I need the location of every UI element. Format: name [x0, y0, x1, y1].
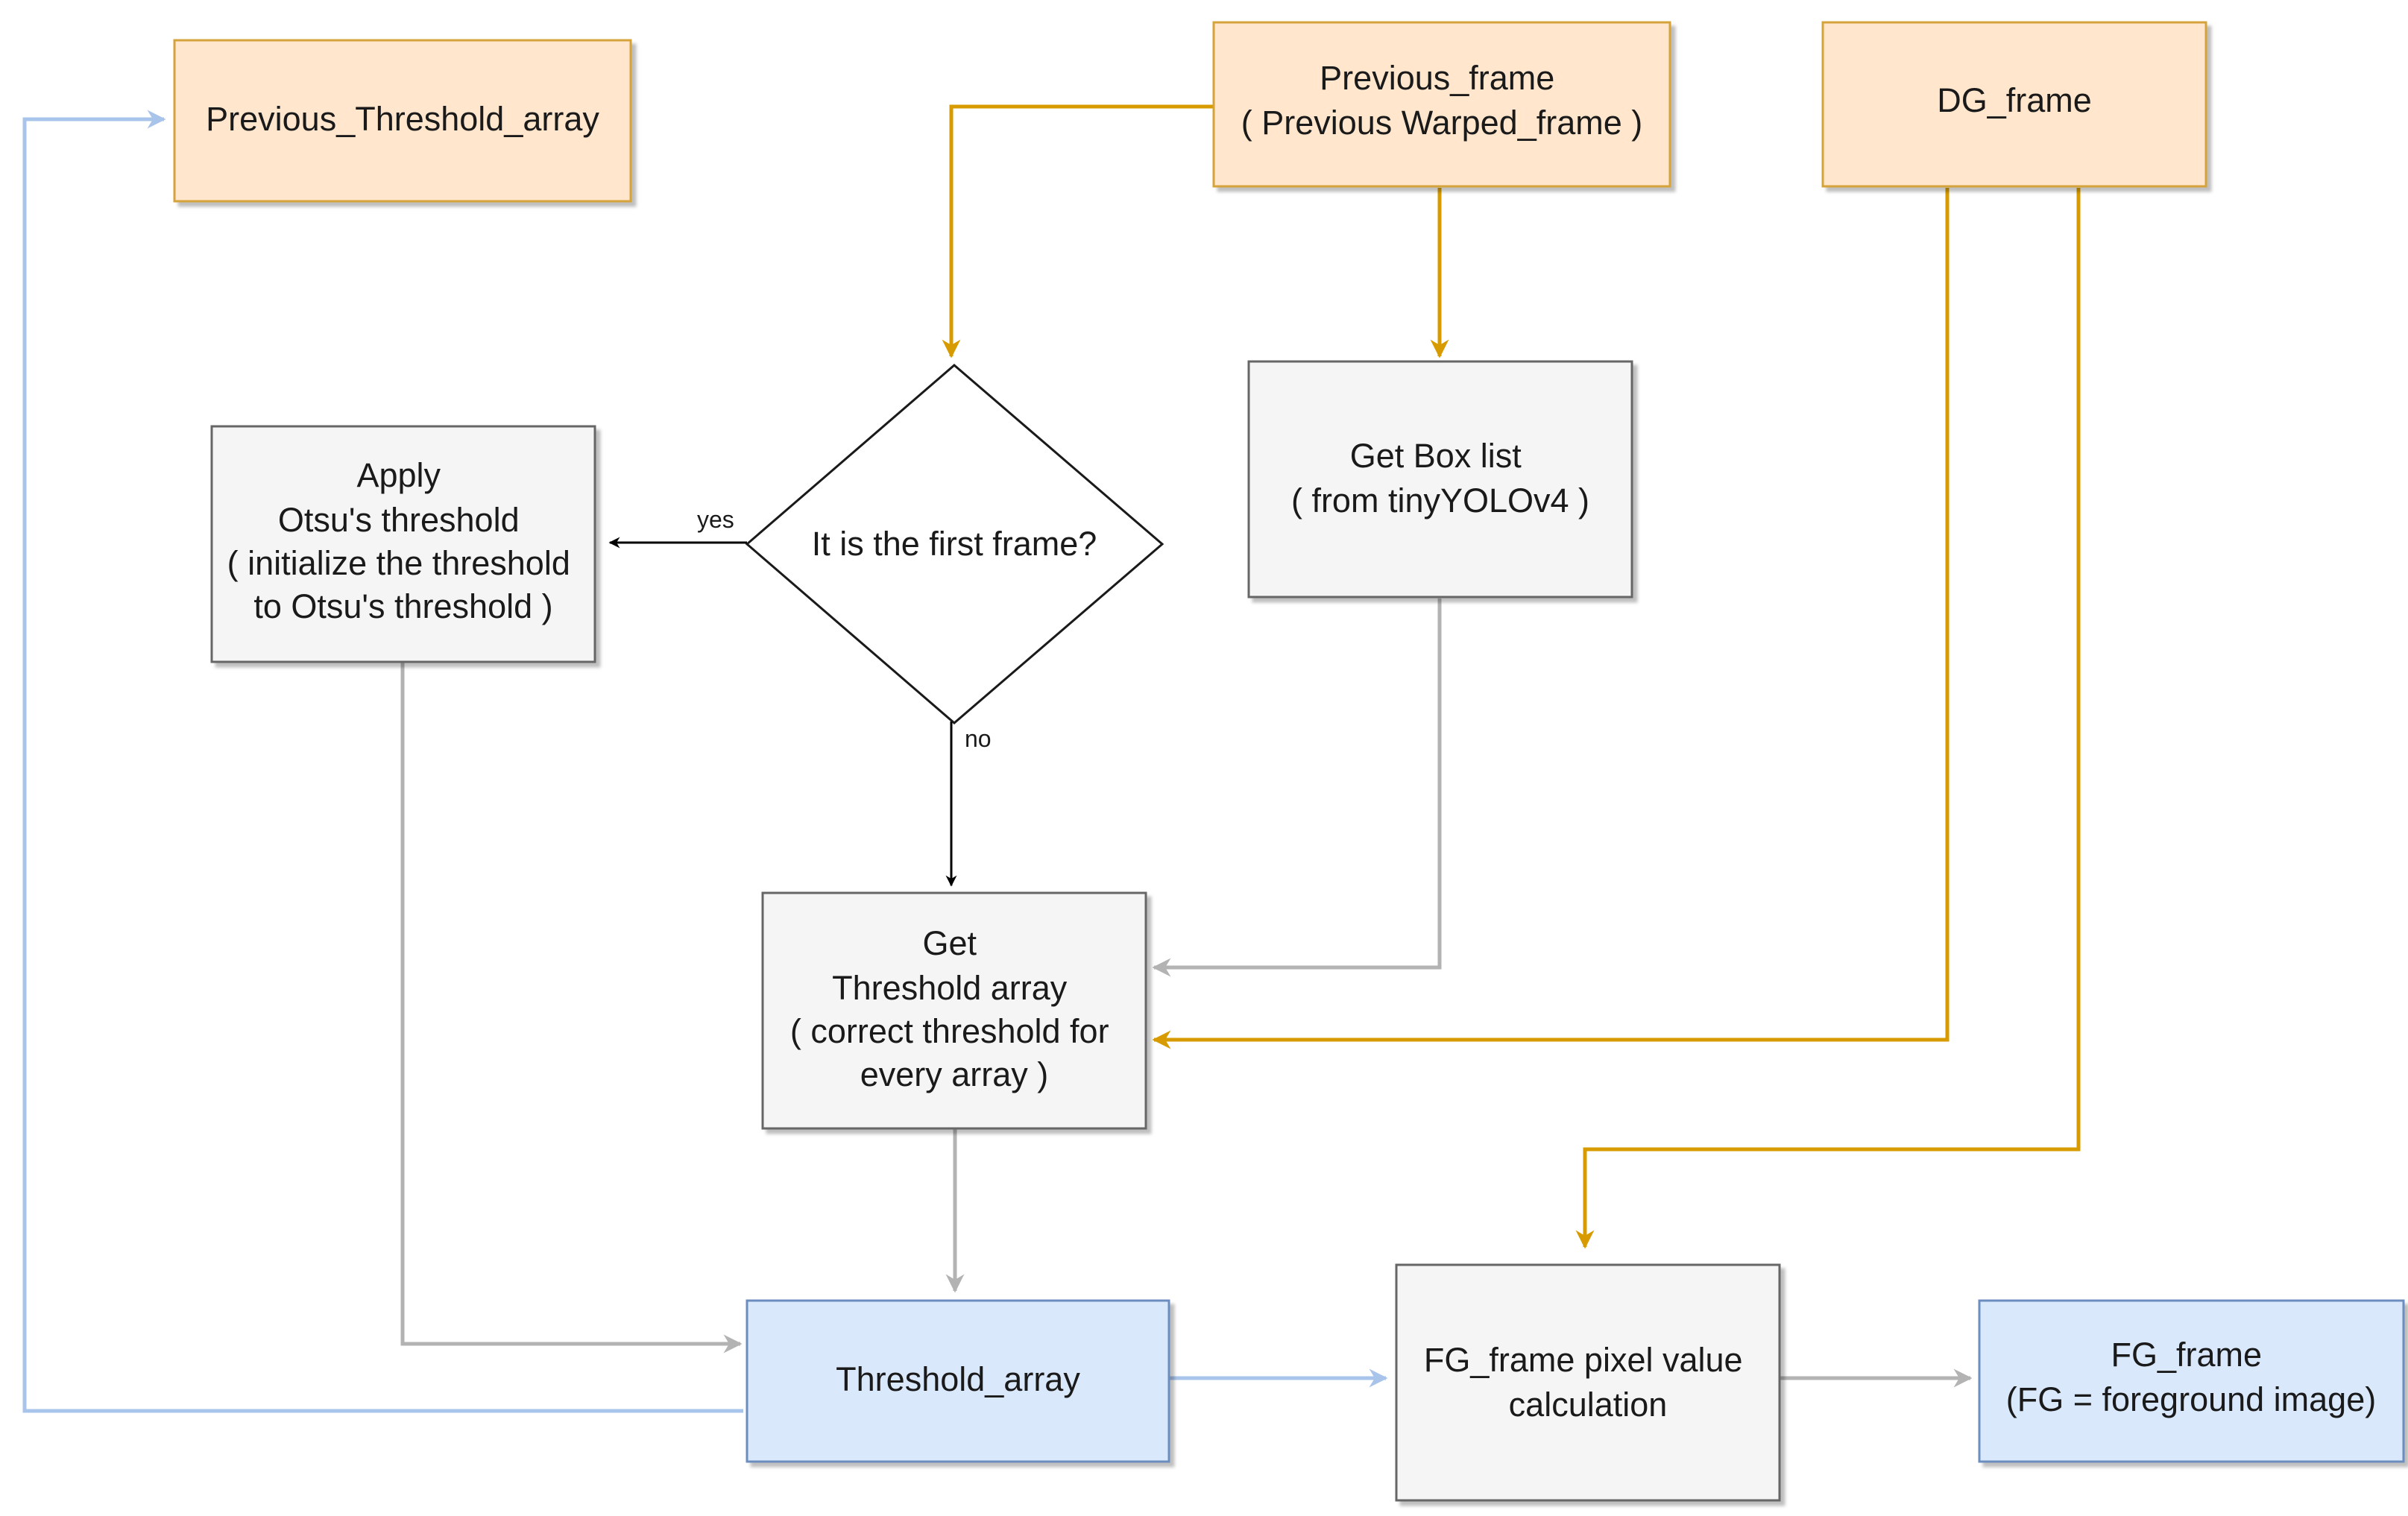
node-apply-otsu: Apply Otsu's threshold ( initialize the …: [210, 425, 596, 663]
node-previous-frame-line: Previous_frame: [1320, 59, 1554, 97]
node-get-threshold-array-line: Get: [922, 924, 977, 962]
node-dg-frame: DG_frame: [1821, 21, 2207, 188]
node-previous-threshold-array: Previous_Threshold_array: [173, 39, 632, 203]
edge-dg-frame-to-get-threshold: [1152, 188, 1950, 1049]
node-get-threshold-array-line: every array ): [860, 1055, 1049, 1093]
node-dg-frame-line: DG_frame: [1937, 81, 2092, 119]
node-previous-frame-line: ( Previous Warped_frame ): [1241, 104, 1643, 142]
edge-label-yes: yes: [697, 506, 734, 533]
svg-text:DG_frame: DG_frame: [1937, 81, 2092, 119]
node-get-threshold-array-line: Threshold array: [832, 969, 1068, 1007]
edge-box-list-to-get-threshold: [1152, 598, 1442, 977]
node-threshold-array: Threshold_array: [746, 1299, 1170, 1463]
node-fg-pixel-calc-line: calculation: [1509, 1386, 1668, 1424]
node-apply-otsu-line: Apply: [356, 456, 441, 494]
edge-previous-frame-to-decision: [942, 104, 1214, 359]
node-previous-threshold-array-line: Previous_Threshold_array: [206, 100, 599, 138]
node-fg-frame-line: FG_frame: [2111, 1336, 2262, 1374]
node-first-frame-decision: It is the first frame?: [745, 364, 1164, 724]
svg-text:FG_frame (FG = foregroun: FG_frame (FG = foreground image): [2006, 1336, 2376, 1418]
node-apply-otsu-line: Otsu's threshold: [278, 501, 520, 539]
svg-text:Get Box list ( from tiny: Get Box list ( from tinyYOLOv4 ): [1291, 437, 1589, 519]
svg-text:Previous_frame ( Previou: Previous_frame ( Previous Warped_frame ): [1241, 59, 1643, 142]
node-get-box-list-line: ( from tinyYOLOv4 ): [1291, 481, 1589, 519]
node-get-threshold-array: Get Threshold array ( correct threshold …: [761, 891, 1147, 1130]
node-fg-pixel-calc-line: FG_frame pixel value: [1424, 1341, 1743, 1379]
node-apply-otsu-line: ( initialize the threshold: [227, 544, 570, 582]
node-first-frame-decision-line: It is the first frame?: [812, 525, 1097, 563]
node-fg-frame: FG_frame (FG = foreground image): [1978, 1299, 2405, 1463]
node-fg-frame-line: (FG = foreground image): [2006, 1380, 2376, 1418]
edge-label-no: no: [965, 725, 992, 752]
node-apply-otsu-line: to Otsu's threshold ): [253, 587, 552, 625]
svg-text:Threshold_array: Threshold_array: [836, 1360, 1080, 1398]
svg-text:It is the first frame?: It is the first frame?: [812, 525, 1097, 563]
edge-dg-frame-to-fg-calc: [1575, 188, 2081, 1249]
node-previous-frame: Previous_frame ( Previous Warped_frame ): [1212, 21, 1671, 188]
node-get-box-list-line: Get Box list: [1350, 437, 1522, 475]
node-get-box-list: Get Box list ( from tinyYOLOv4 ): [1247, 360, 1633, 598]
edge-threshold-array-to-previous-threshold: [22, 110, 743, 1413]
node-get-threshold-array-line: ( correct threshold for: [790, 1012, 1109, 1050]
svg-text:Get Threshold array: Get Threshold array ( correct threshold …: [790, 924, 1118, 1093]
svg-text:Apply Otsu's threshold: Apply Otsu's threshold ( initialize the …: [227, 456, 580, 625]
node-threshold-array-line: Threshold_array: [836, 1360, 1080, 1398]
svg-text:FG_frame pixel value cal: FG_frame pixel value calculation: [1424, 1341, 1752, 1424]
svg-text:Previous_Threshold_array: Previous_Threshold_array: [206, 100, 599, 138]
node-fg-pixel-calc: FG_frame pixel value calculation: [1395, 1263, 1781, 1502]
edge-otsu-to-threshold-array: [400, 661, 743, 1354]
